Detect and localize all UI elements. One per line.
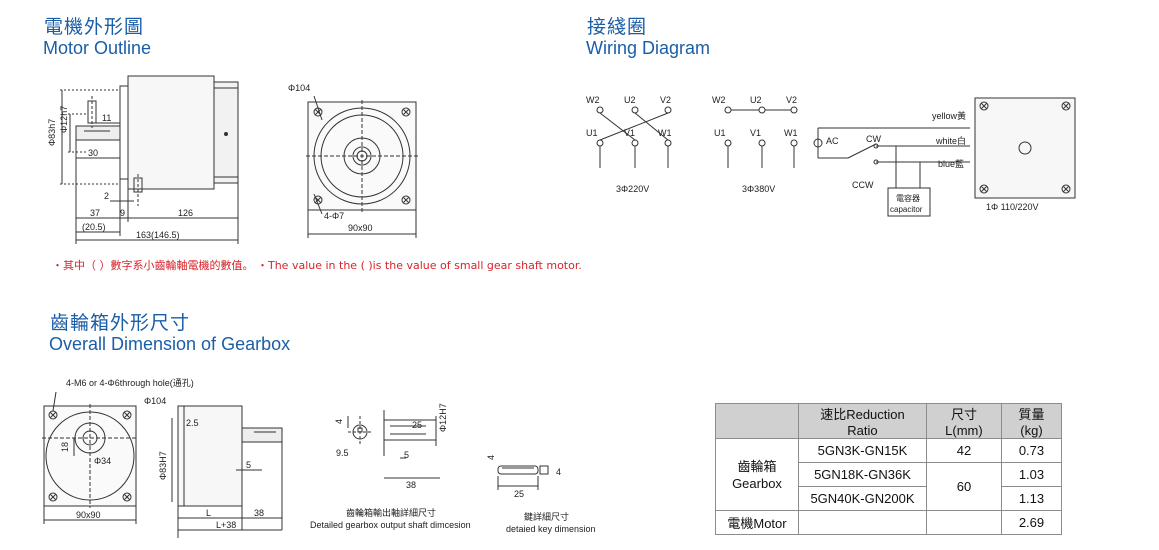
motor-row-label: 電機Motor — [715, 510, 799, 535]
motor-ratio-cell — [798, 510, 927, 535]
motor-mass-cell: 2.69 — [1000, 510, 1063, 535]
ratio-cell: 5GN18K-GN36K — [798, 462, 927, 487]
ratio-cell: 5GN40K-GN200K — [798, 486, 927, 511]
shaft-dim-25: 25 — [412, 420, 422, 430]
label-u1-a: U1 — [586, 128, 598, 138]
table-row: 電機Motor 2.69 — [715, 510, 1063, 535]
table-header-mass: 質量(kg) — [1000, 403, 1063, 439]
gearbox-dim-38: 38 — [254, 508, 264, 518]
label-v2-a: V2 — [660, 95, 671, 105]
shaft-caption-cjk: 齒輪箱輸出軸詳細尺寸 — [346, 507, 436, 518]
label-u2-b: U2 — [750, 95, 762, 105]
gearbox-title-cjk: 齒輪箱外形尺寸 — [50, 312, 191, 334]
gearbox-d104-label: Φ104 — [144, 396, 166, 406]
motor-side-view: Φ83h7 Φ12h7 11 30 2 37 9 126 (20.5) 163(… — [47, 75, 239, 244]
length-cell: 42 — [925, 438, 1002, 463]
shaft-value-note: ・其中（ ）數字系小齒輪軸電機的數值。 ・The value in the ( … — [52, 259, 582, 272]
length-cell: 60 — [925, 462, 1002, 511]
key-caption-en: detaied key dimension — [506, 524, 596, 534]
dim-30: 30 — [88, 148, 98, 158]
shaft-dim-9-5: 9.5 — [336, 448, 349, 458]
label-3p-380v: 3Φ380V — [742, 184, 775, 194]
table-header-length: 尺寸L(mm) — [925, 403, 1002, 439]
capacitor-label-en: capacitor — [890, 205, 923, 214]
gearbox-side-view: 2.5 Φ83H7 5 L 38 L+38 — [158, 405, 283, 538]
gearbox-label-en: Gearbox — [732, 475, 782, 491]
label-w1-b: W1 — [784, 128, 798, 138]
label-cw: CW — [866, 134, 881, 144]
label-white: white白 — [935, 135, 966, 146]
dim-37: 37 — [90, 208, 100, 218]
label-u1-b: U1 — [714, 128, 726, 138]
wiring-diagram: W2 U2 V2 U1 V1 W1 3Φ220V W2 U2 V2 U1 V1 … — [586, 95, 1076, 217]
table-row: 5GN18K-GN36K 60 1.03 — [716, 462, 1063, 511]
capacitor-label-cjk: 電容器 — [896, 193, 920, 203]
label-blue: blue藍 — [938, 158, 964, 169]
table-header-row: 速比Reduction Ratio 尺寸L(mm) 質量(kg) — [715, 403, 1063, 439]
motor-outline-title-en: Motor Outline — [43, 38, 152, 58]
gearbox-spec-table: 速比Reduction Ratio 尺寸L(mm) 質量(kg) 齒輪箱 Gea… — [715, 403, 1063, 535]
label-yellow: yellow黃 — [932, 110, 966, 121]
gearbox-d83-label: Φ83H7 — [158, 451, 168, 480]
key-detail: 4 25 4 鍵詳細尺寸 detaied key dimension — [486, 455, 596, 534]
label-ac: AC — [826, 136, 839, 146]
table-header-blank — [715, 403, 799, 439]
shaft-caption-en: Detailed gearbox output shaft dimcesion — [310, 520, 471, 530]
table-row: 齒輪箱 Gearbox 5GN3K-GN15K 42 0.73 — [715, 438, 1063, 511]
dim-126: 126 — [178, 208, 193, 218]
label-w1-a: W1 — [658, 128, 672, 138]
key-caption-cjk: 鍵詳細尺寸 — [524, 511, 569, 522]
dim-20-5: (20.5) — [82, 222, 106, 232]
motor-holes-label: 4-Φ7 — [324, 211, 344, 221]
mass-cell: 1.13 — [1000, 486, 1063, 511]
gearbox-square-label: 90x90 — [76, 510, 101, 520]
label-3p-220v: 3Φ220V — [616, 184, 649, 194]
key-dim-4-a: 4 — [486, 455, 496, 460]
shaft-diameter-label: Φ12h7 — [59, 106, 69, 133]
gearbox-dim-L38: L+38 — [216, 520, 236, 530]
label-v2-b: V2 — [786, 95, 797, 105]
shaft-dim-4: 4 — [334, 419, 344, 424]
motor-square-label: 90x90 — [348, 223, 373, 233]
label-single-phase-supply: 1Φ 110/220V — [986, 202, 1039, 212]
gearbox-dim-18: 18 — [60, 442, 70, 452]
gearbox-front-view: 4-M6 or 4-Φ6through hole(通孔) Φ104 18 Φ34… — [42, 378, 194, 524]
motor-length-cell — [925, 510, 1002, 535]
wiring-title-cjk: 接綫圈 — [587, 16, 648, 38]
shaft-d12-label: Φ12H7 — [438, 403, 448, 432]
gearbox-dim-5: 5 — [246, 460, 251, 470]
shaft-dim-5: 5 — [404, 450, 409, 460]
motor-outline-title-cjk: 電機外形圖 — [44, 16, 145, 38]
output-shaft-detail: 4 9.5 25 5 38 Φ12H7 齒輪箱輸出軸詳細尺寸 Detailed … — [310, 403, 471, 530]
label-v1-a: V1 — [624, 128, 635, 138]
gearbox-d34-label: Φ34 — [94, 456, 111, 466]
shaft-dim-38: 38 — [406, 480, 416, 490]
ratio-cell: 5GN3K-GN15K — [798, 438, 927, 463]
gearbox-label-cjk: 齒輪箱 — [737, 458, 777, 474]
gearbox-dim-L: L — [206, 508, 211, 518]
mass-cell: 0.73 — [1000, 438, 1063, 463]
label-v1-b: V1 — [750, 128, 761, 138]
label-w2-a: W2 — [586, 95, 600, 105]
dim-2: 2 — [104, 191, 109, 201]
table-header-ratio: 速比Reduction Ratio — [798, 403, 927, 439]
dim-total-length: 163(146.5) — [136, 230, 180, 240]
label-u2-a: U2 — [624, 95, 636, 105]
gearbox-row-label: 齒輪箱 Gearbox — [715, 438, 799, 511]
key-dim-4-b: 4 — [556, 467, 561, 477]
gearbox-dim-2-5: 2.5 — [186, 418, 199, 428]
motor-front-view: Φ104 4-Φ7 90x90 — [288, 83, 418, 238]
dim-11: 11 — [102, 113, 111, 123]
wiring-title-en: Wiring Diagram — [586, 38, 711, 58]
mass-cell: 1.03 — [1000, 462, 1063, 487]
motor-d104-label: Φ104 — [288, 83, 310, 93]
gearbox-holes-label: 4-M6 or 4-Φ6through hole(通孔) — [66, 378, 194, 388]
dim-9: 9 — [120, 208, 125, 218]
gearbox-title-en: Overall Dimension of Gearbox — [49, 334, 291, 354]
flange-diameter-label: Φ83h7 — [47, 119, 57, 146]
key-dim-25: 25 — [514, 489, 524, 499]
label-ccw: CCW — [852, 180, 874, 190]
label-w2-b: W2 — [712, 95, 726, 105]
